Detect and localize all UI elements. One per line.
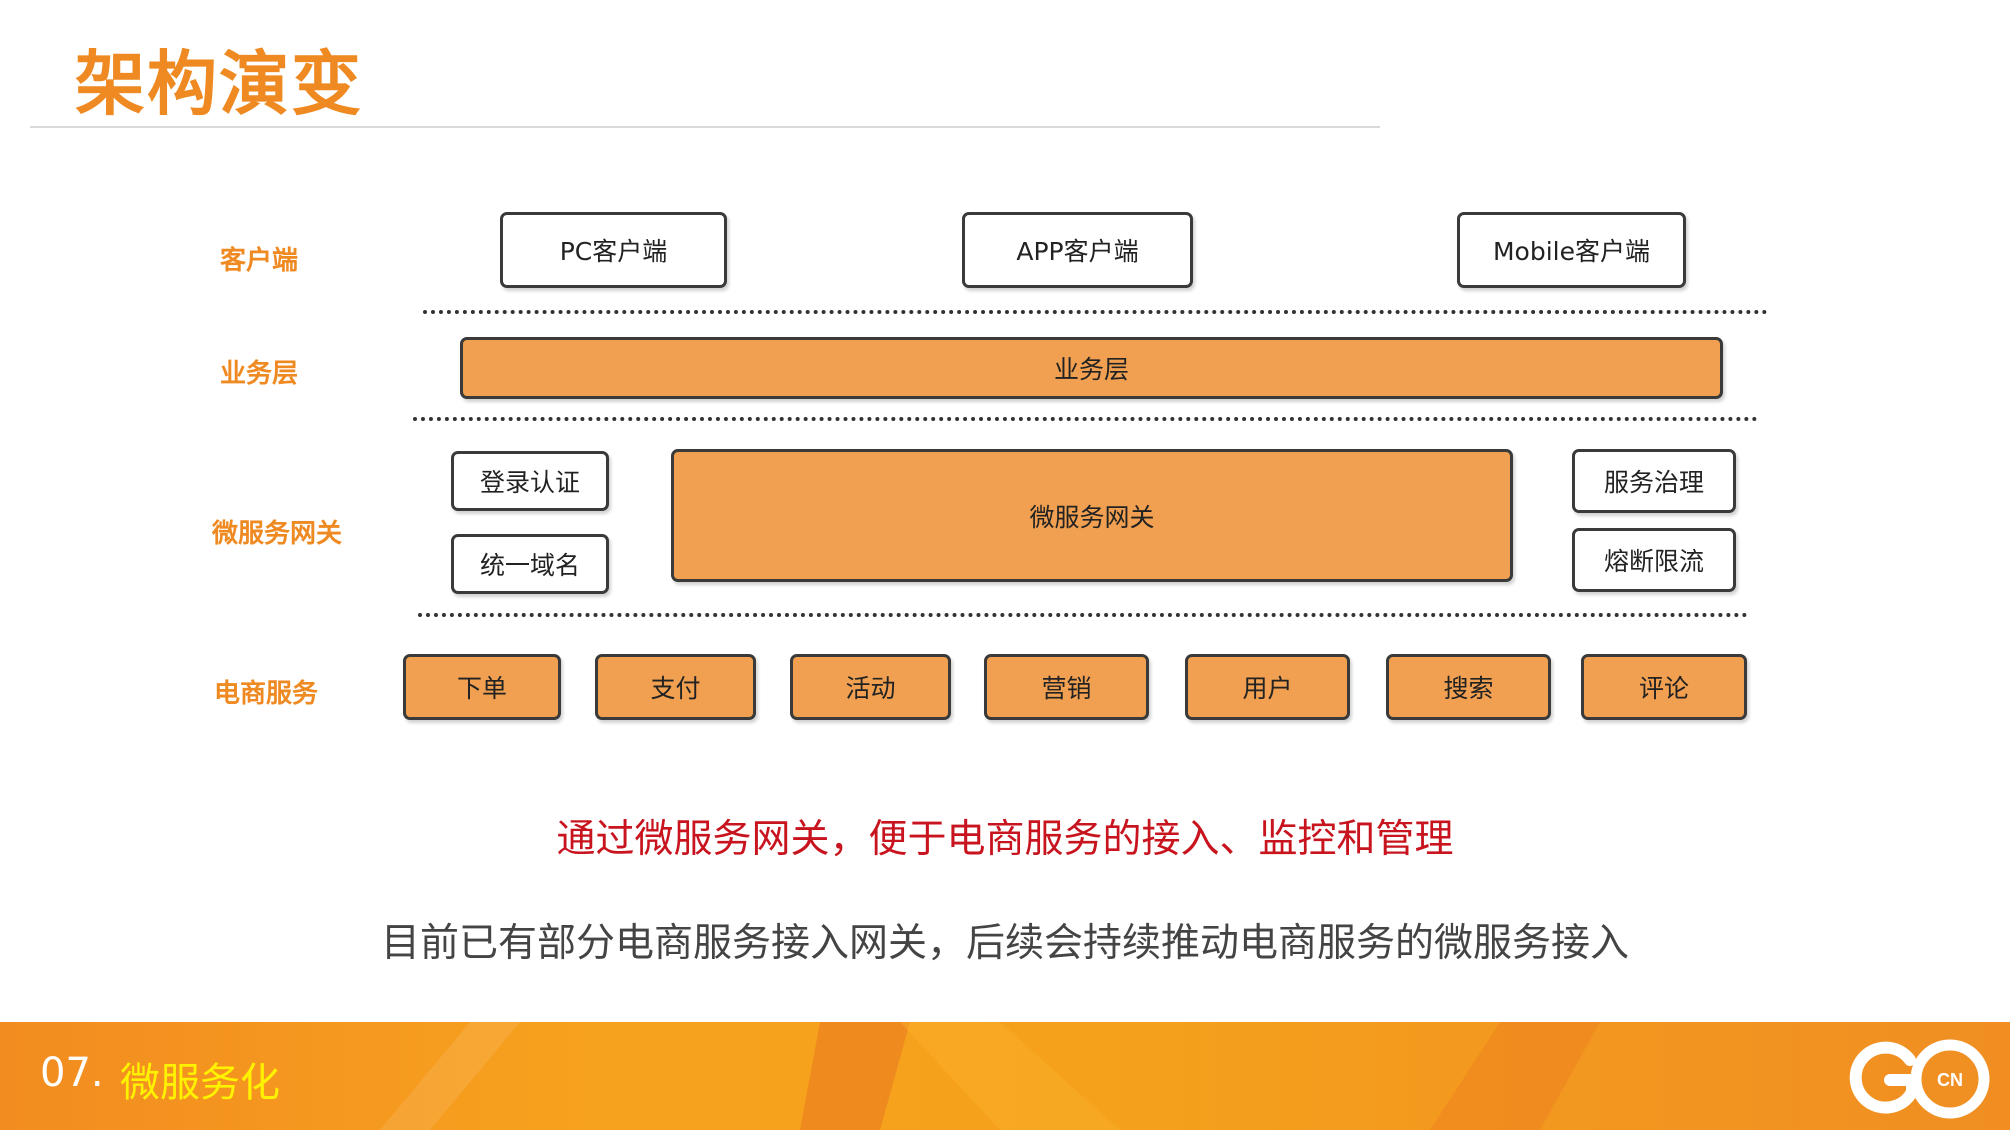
- gateway-auth-box: 登录认证: [451, 451, 609, 511]
- row-label-client: 客户端: [220, 246, 299, 276]
- slide-title: 架构演变: [75, 43, 363, 125]
- divider-dotted: [423, 310, 1768, 314]
- gateway-governance-box: 服务治理: [1572, 449, 1736, 513]
- section-title: 微服务化: [120, 1060, 280, 1106]
- service-box-comment: 评论: [1581, 654, 1747, 720]
- detail-note: 目前已有部分电商服务接入网关，后续会持续推动电商服务的微服务接入: [380, 921, 1629, 966]
- row-label-business: 业务层: [220, 359, 299, 389]
- client-box-pc: PC客户端: [500, 212, 727, 288]
- gocn-logo: CN: [1849, 1039, 1990, 1119]
- service-box-marketing: 营销: [984, 654, 1149, 720]
- microservice-gateway-box: 微服务网关: [671, 449, 1513, 582]
- business-layer-box: 业务层: [460, 337, 1723, 399]
- row-label-gateway: 微服务网关: [212, 519, 343, 549]
- footer-bar: 07. 微服务化: [0, 1022, 2010, 1130]
- service-box-payment: 支付: [595, 654, 756, 720]
- divider-dotted: [413, 417, 1758, 421]
- footer-decoration: [380, 1022, 1600, 1130]
- divider-dotted: [418, 613, 1748, 617]
- service-box-user: 用户: [1185, 654, 1350, 720]
- gateway-domain-box: 统一域名: [451, 534, 609, 594]
- service-box-activity: 活动: [790, 654, 951, 720]
- logo-badge: CN: [1937, 1070, 1963, 1090]
- highlight-note: 通过微服务网关，便于电商服务的接入、监控和管理: [556, 817, 1454, 862]
- row-label-ecommerce: 电商服务: [214, 679, 319, 709]
- service-box-search: 搜索: [1386, 654, 1551, 720]
- service-box-order: 下单: [403, 654, 561, 720]
- section-number: 07.: [40, 1050, 104, 1096]
- client-box-app: APP客户端: [962, 212, 1193, 288]
- gateway-circuit-breaker-box: 熔断限流: [1572, 528, 1736, 592]
- title-divider: [30, 126, 1380, 128]
- client-box-mobile: Mobile客户端: [1457, 212, 1686, 288]
